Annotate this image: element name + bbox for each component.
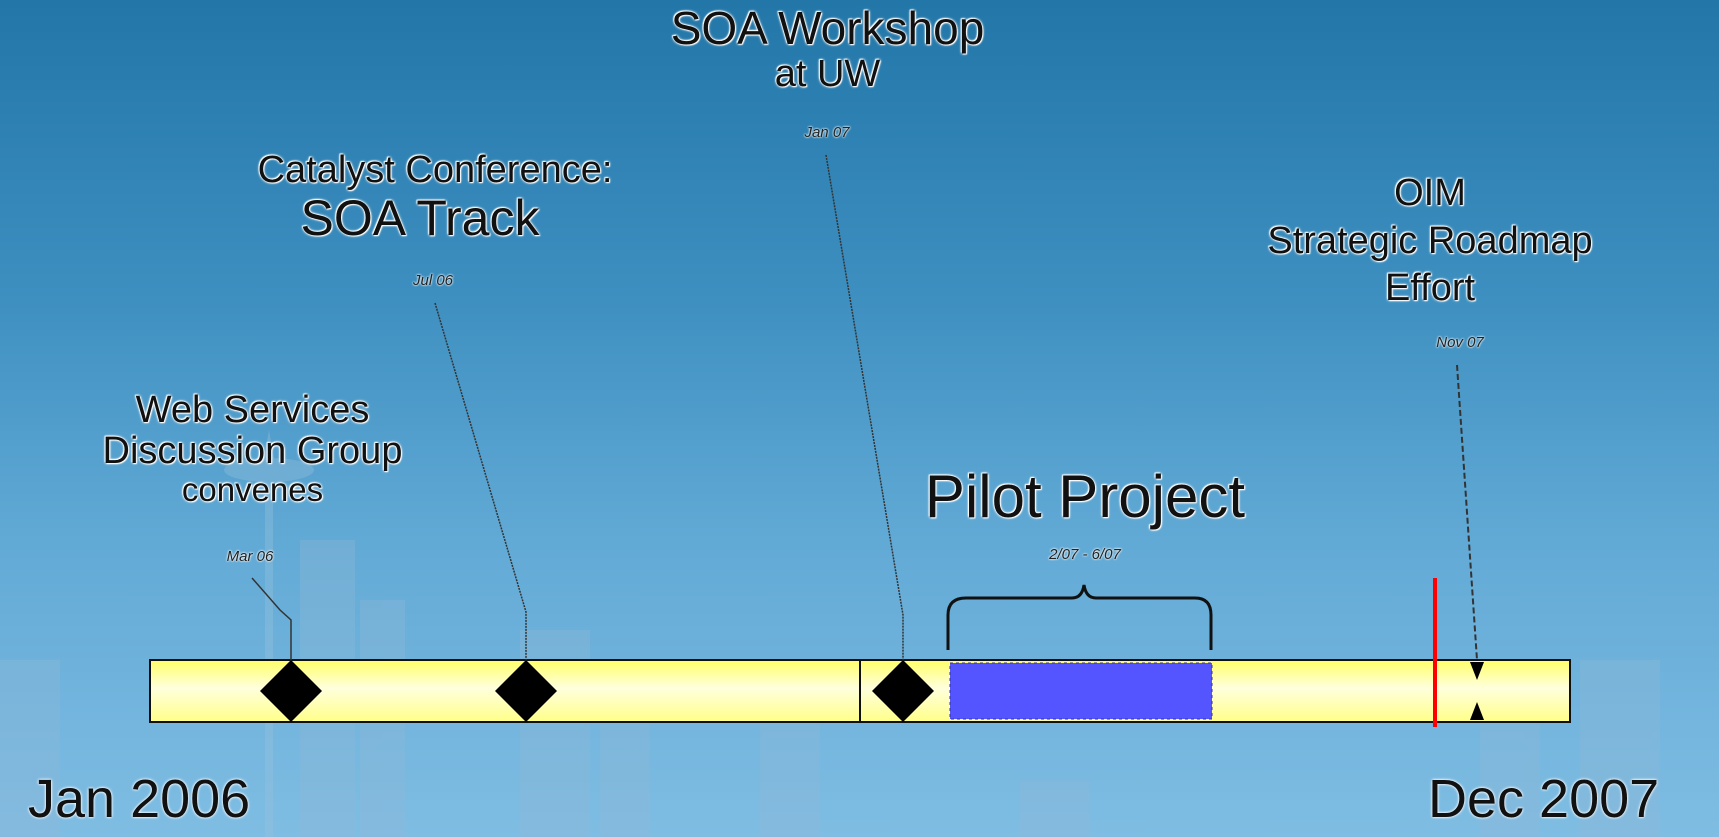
milestone-web-services <box>260 660 322 722</box>
leader-line-catalyst <box>434 302 527 662</box>
event-soa-workshop-date: Jan 07 <box>804 124 850 141</box>
leader-line-oim <box>1456 364 1478 661</box>
event-web-services-date: Mar 06 <box>226 548 274 565</box>
event-soa-workshop-label: SOA Workshop at UW <box>670 2 985 95</box>
event-oim-date: Nov 07 <box>1436 334 1484 351</box>
timeline-end-label: Dec 2007 <box>1428 769 1660 829</box>
leader-line-web-services <box>251 577 292 662</box>
pilot-project-title: Pilot Project <box>924 463 1246 530</box>
event-oim-label: OIM Strategic Roadmap Effort <box>1267 172 1593 309</box>
event-catalyst-date: Jul 06 <box>412 272 454 289</box>
milestone-oim-top <box>1470 662 1484 680</box>
pilot-project-bar <box>949 662 1213 720</box>
milestone-oim-bottom <box>1470 702 1484 720</box>
milestone-catalyst <box>495 660 557 722</box>
pilot-project-brace <box>946 584 1213 650</box>
timeline-start-label: Jan 2006 <box>28 769 251 829</box>
milestone-soa-workshop <box>872 660 934 722</box>
pilot-project-date: 2/07 - 6/07 <box>1049 546 1121 563</box>
leader-line-soa-workshop <box>825 154 904 662</box>
event-web-services-label: Web Services Discussion Group convenes <box>102 389 403 509</box>
event-catalyst-label: Catalyst Conference: SOA Track <box>257 149 613 247</box>
